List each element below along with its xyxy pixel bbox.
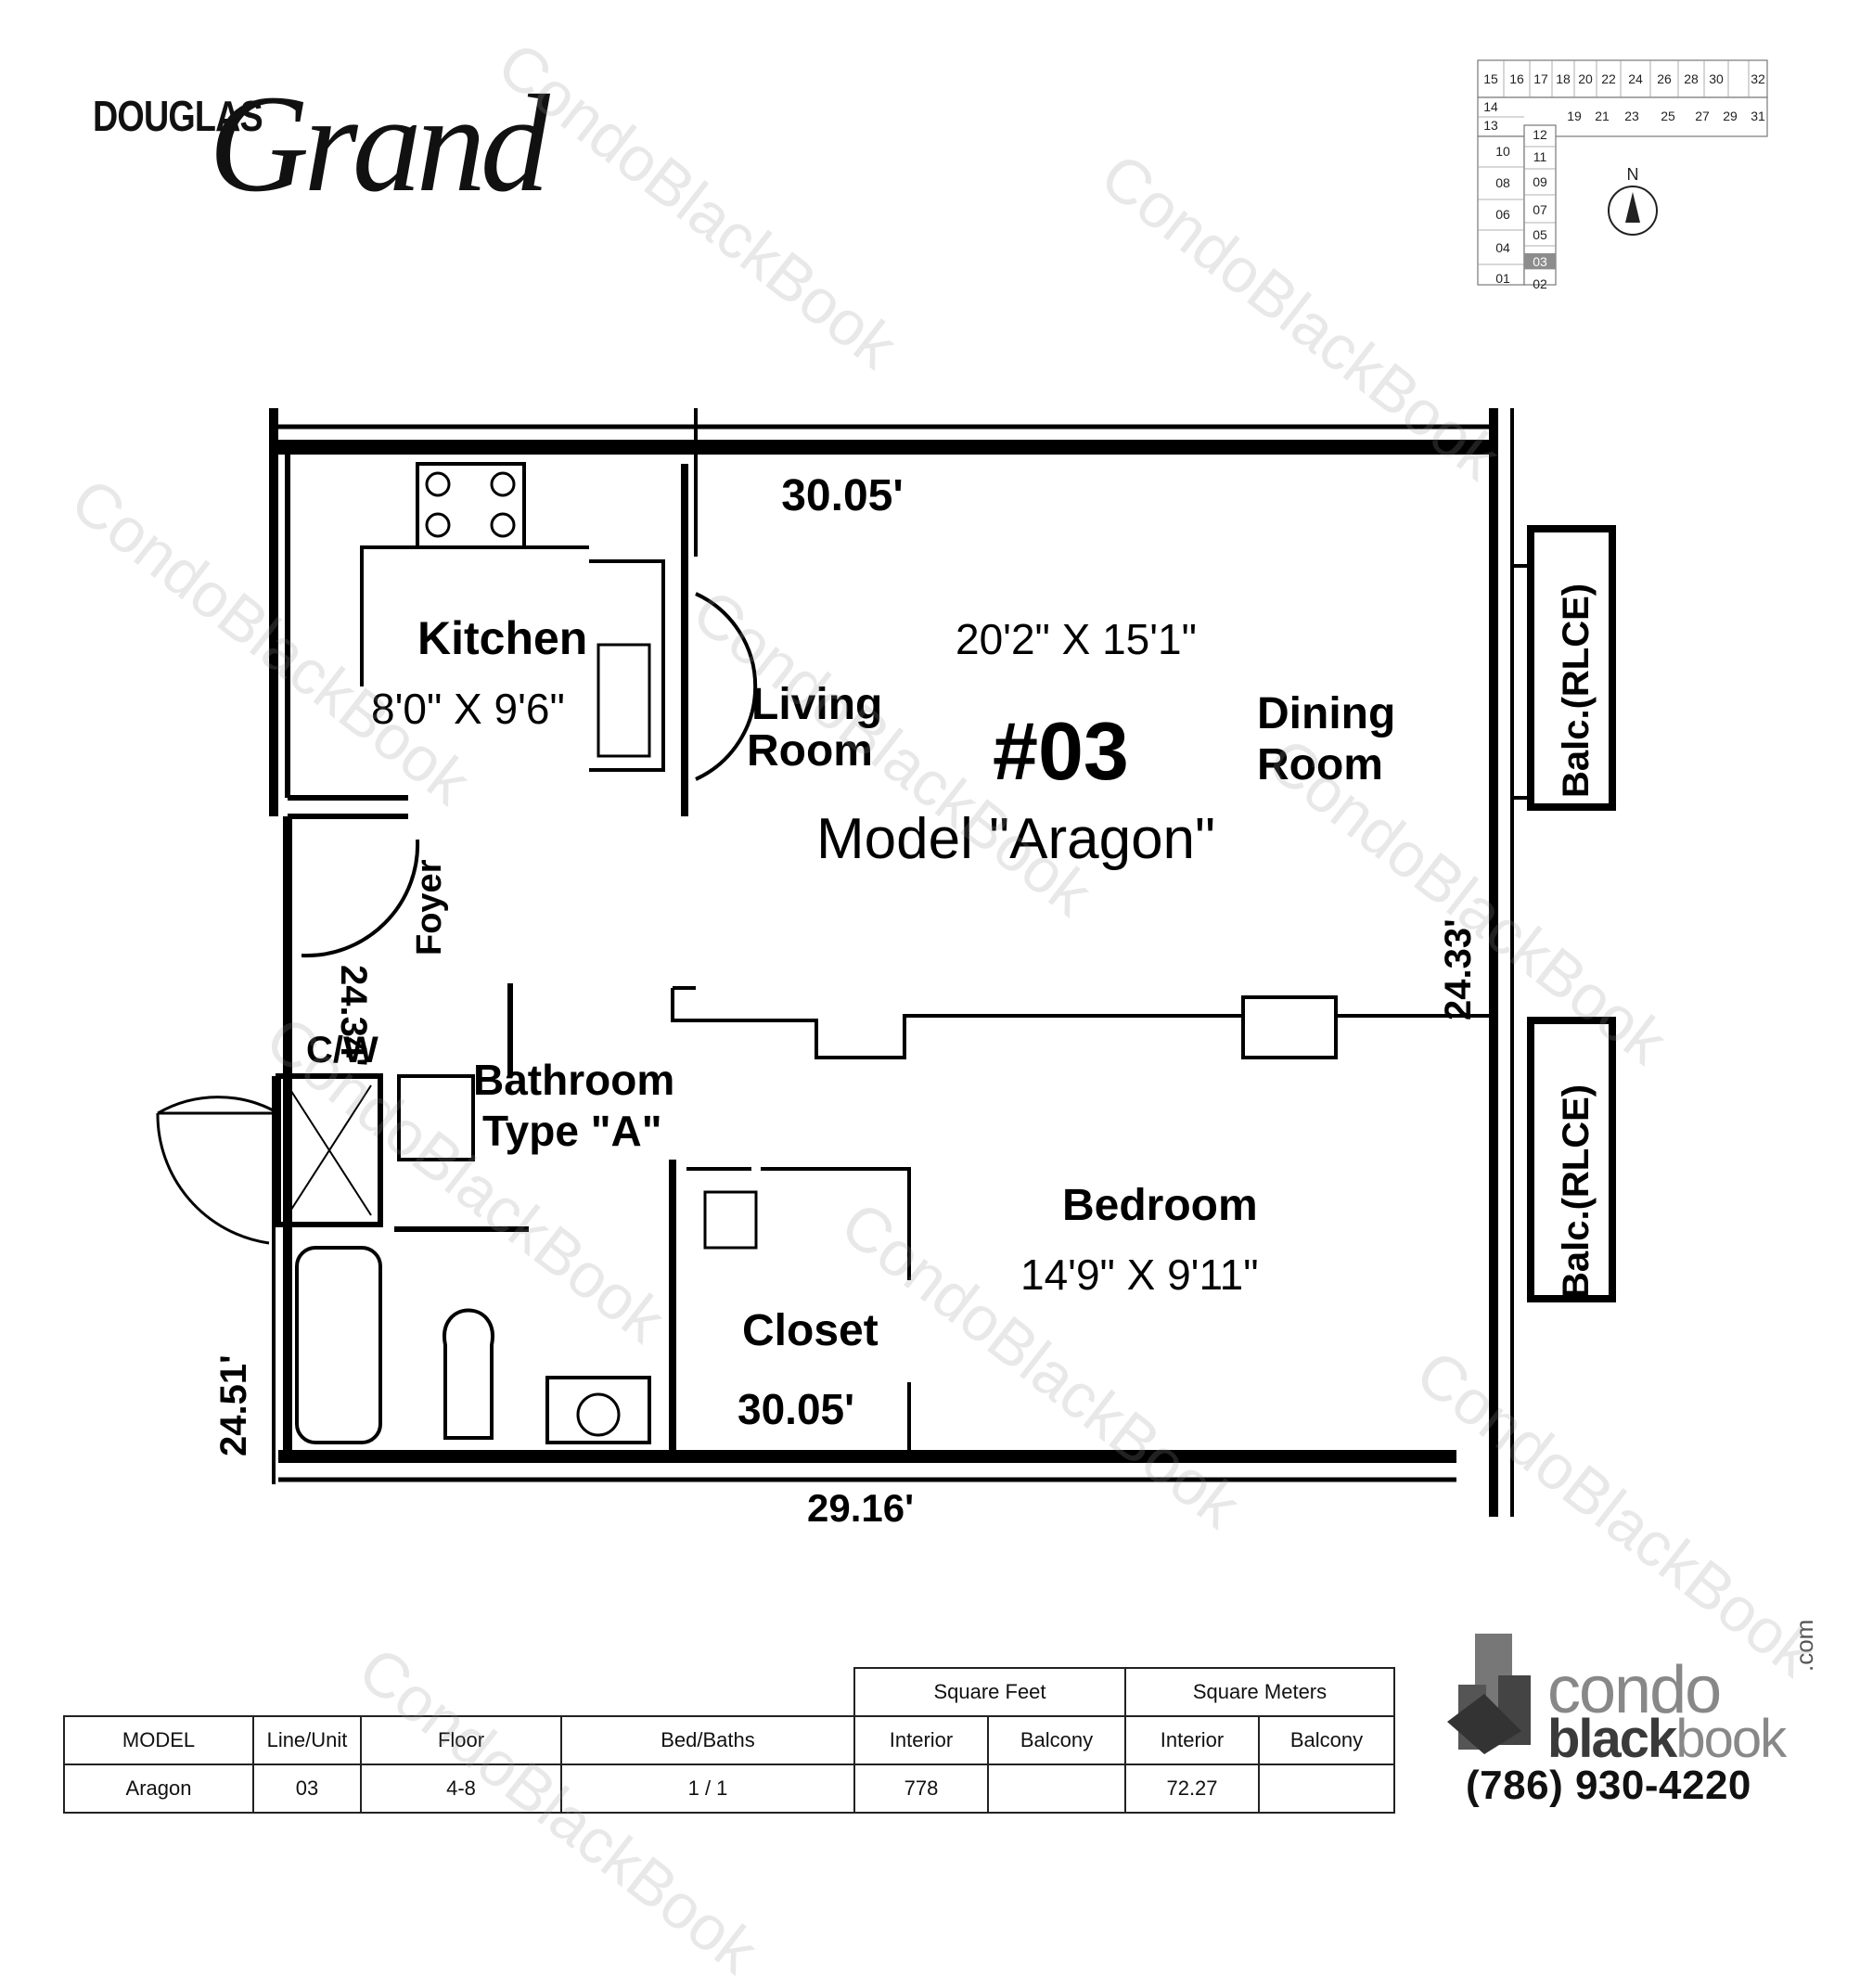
header-sqm-balcony: Balcony [1258,1715,1395,1765]
dimension-right: 24.33' [1438,918,1479,1020]
keyplan-label: 29 [1723,109,1738,123]
keyplan-label: 31 [1751,109,1765,123]
condoblackbook-logo[interactable]: condo blackbook .com (786) 930-4220 [1438,1619,1828,1837]
table-row: Aragon 03 4-8 1 / 1 778 72.27 [63,1764,1395,1814]
keyplan-label: 19 [1567,109,1582,123]
table-header-row: MODEL Line/Unit Floor Bed/Baths Interior… [63,1715,1395,1765]
keyplan-label: 11 [1533,149,1547,164]
cell-line-unit: 03 [252,1764,362,1814]
header-square-meters: Square Meters [1124,1667,1395,1717]
room-label-living: Living [751,680,882,729]
logo-word-book: book [1675,1709,1787,1769]
logo-word-com: .com [1790,1619,1818,1672]
room-dims-bedroom: 14'9" X 9'11" [1020,1251,1259,1299]
room-label-bathroom: Bathroom [473,1056,674,1104]
keyplan-label: 02 [1533,276,1547,291]
cell-sqft-balcony [987,1764,1126,1814]
north-label: N [1627,165,1639,184]
header-sqft-interior: Interior [853,1715,989,1765]
room-label-bedroom: Bedroom [1062,1181,1258,1230]
cell-sqm-interior: 72.27 [1124,1764,1260,1814]
keyplan-label: 04 [1495,240,1510,255]
dimension-bottom: 29.16' [807,1486,914,1530]
keyplan-label: 24 [1628,71,1643,86]
logo-word-blackbook: blackbook [1547,1709,1787,1769]
room-label-balcony-upper: Balc.(RLCE) [1556,584,1597,798]
header-bed-baths: Bed/Baths [560,1715,855,1765]
dimension-left-upper: 24.34' [333,965,374,1067]
dimension-closet: 30.05' [738,1385,854,1433]
cell-sqm-balcony [1258,1764,1395,1814]
dimension-top: 30.05' [781,471,904,520]
room-label-kitchen: Kitchen [417,612,587,664]
keyplan-label: 28 [1684,71,1699,86]
keyplan-label: 27 [1695,109,1710,123]
keyplan-label: 05 [1533,227,1547,242]
keyplan-label: 17 [1533,71,1548,86]
keyplan-label: 25 [1661,109,1675,123]
room-label-balcony-lower: Balc.(RLCE) [1556,1084,1597,1299]
room-label-dining: Dining [1257,689,1395,738]
room-label-bathroom-type: Type "A" [482,1107,662,1155]
keyplan-label: 26 [1657,71,1672,86]
cell-sqft-interior: 778 [853,1764,989,1814]
north-arrow-icon: N [1608,165,1658,236]
logo-word-condo: condo [1547,1653,1722,1727]
room-label-wd: C/W [306,1030,378,1071]
keyplan-label: 30 [1709,71,1724,86]
watermark: CondoBlackBook [484,28,910,382]
room-dims-kitchen: 8'0" X 9'6" [371,685,565,733]
keyplan-label: 22 [1601,71,1616,86]
keyplan-label: 08 [1495,175,1510,190]
room-label-foyer: Foyer [410,859,449,956]
unit-number: #03 [993,705,1129,797]
keyplan-label: 06 [1495,207,1510,222]
dimension-left-lower: 24.51' [213,1354,254,1456]
keyplan-label: 18 [1556,71,1571,86]
room-label-dining-2: Room [1257,740,1383,789]
contact-phone[interactable]: (786) 930-4220 [1466,1763,1751,1808]
keyplan-label: 12 [1533,127,1547,142]
keyplan-label: 07 [1533,202,1547,217]
building-key-plan: 15 16 17 18 20 22 24 26 28 30 32 14 13 1… [1477,59,1768,291]
cell-floor: 4-8 [360,1764,562,1814]
keyplan-label: 14 [1483,99,1498,114]
brand-word-douglas: DOUGLAS [93,92,263,140]
header-square-feet: Square Feet [853,1667,1126,1717]
header-sqm-interior: Interior [1124,1715,1260,1765]
keyplan-label: 16 [1509,71,1524,86]
room-label-living-2: Room [747,726,873,776]
logo-word-black: black [1547,1709,1677,1769]
building-logo-icon [1447,1634,1531,1754]
cell-bed-baths: 1 / 1 [560,1764,855,1814]
unit-spec-table: Square Feet Square Meters MODEL Line/Uni… [63,1667,1395,1814]
room-dims-living: 20'2" X 15'1" [956,615,1197,663]
room-label-closet: Closet [742,1306,879,1355]
header-model: MODEL [63,1715,254,1765]
keyplan-label: 09 [1533,174,1547,189]
table-group-header-row: Square Feet Square Meters [64,1667,1395,1717]
keyplan-label: 13 [1483,118,1498,133]
header-line-unit: Line/Unit [252,1715,362,1765]
header-floor: Floor [360,1715,562,1765]
keyplan-label: 20 [1578,71,1593,86]
keyplan-label: 23 [1624,109,1639,123]
keyplan-label: 21 [1595,109,1610,123]
brand-word-grand: Grand [209,67,550,221]
keyplan-label: 03 [1533,254,1547,269]
keyplan-highlight-unit [1524,253,1556,269]
header-sqft-balcony: Balcony [987,1715,1126,1765]
cell-model: Aragon [63,1764,254,1814]
keyplan-label: 01 [1495,271,1510,286]
keyplan-label: 10 [1495,144,1510,159]
keyplan-label: 15 [1483,71,1498,86]
model-label: Model "Aragon" [816,807,1215,871]
keyplan-label: 32 [1751,71,1765,86]
floor-plan: 30.05' Kitchen 8'0" X 9'6" Living Room 2… [156,408,1616,1530]
brand-logo: DOUGLAS Grand [93,74,550,260]
